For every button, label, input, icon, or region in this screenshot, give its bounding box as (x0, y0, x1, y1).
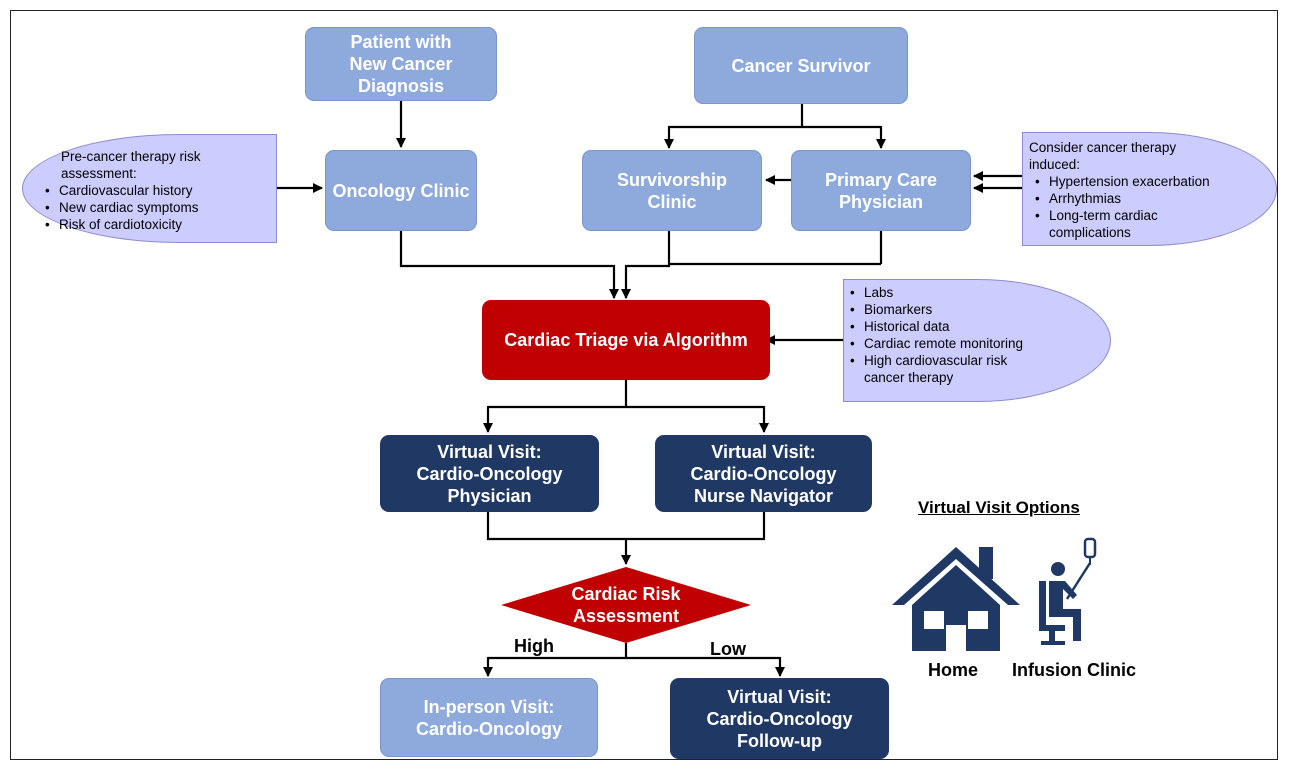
triage-inputs-note: Labs Biomarkers Historical data Cardiac … (843, 279, 1111, 402)
house-icon (892, 547, 1020, 651)
in-person-visit-box: In-person Visit: Cardio-Oncology (380, 678, 598, 757)
pre-therapy-list: Cardiovascular history New cardiac sympt… (39, 182, 276, 233)
connector-risk-split (488, 643, 780, 660)
cardiac-triage-box: Cardiac Triage via Algorithm (482, 300, 770, 380)
survivorship-clinic-box: Survivorship Clinic (582, 150, 762, 231)
connector-physician-merge (486, 512, 766, 541)
branch-label-high: High (514, 636, 554, 656)
list-item: Long-term cardiac complications (1029, 207, 1276, 241)
list-item: Hypertension exacerbation (1029, 173, 1276, 190)
list-item: Labs (844, 284, 1110, 301)
list-item: Historical data (844, 318, 1110, 335)
infusion-clinic-label: Infusion Clinic (1012, 660, 1136, 680)
connector-survivor-split (669, 104, 881, 129)
primary-care-physician-box: Primary Care Physician (791, 150, 971, 231)
home-label: Home (928, 660, 979, 680)
diagram-frame (10, 10, 1278, 760)
virtual-visit-followup-box: Virtual Visit: Cardio-Oncology Follow-up (670, 678, 889, 759)
pre-therapy-assessment-note: Pre-cancer therapy risk assessment: Card… (22, 134, 277, 243)
branch-label-low: Low (710, 639, 746, 659)
induced-heading: Consider cancer therapy induced: (1029, 140, 1177, 172)
virtual-visit-options-title: Virtual Visit Options (918, 498, 1080, 517)
triage-inputs-list: Labs Biomarkers Historical data Cardiac … (844, 284, 1110, 386)
list-item: Biomarkers (844, 301, 1110, 318)
connector-survivorship-triage (621, 231, 671, 299)
list-item: Risk of cardiotoxicity (39, 216, 276, 233)
therapy-induced-note: Consider cancer therapy induced: Hyperte… (1022, 132, 1277, 246)
virtual-visit-physician-box: Virtual Visit: Cardio-Oncology Physician (380, 435, 599, 512)
list-item: High cardiovascular risk cancer therapy (844, 352, 1110, 386)
list-item: Arrhythmias (1029, 190, 1276, 207)
pre-therapy-heading: Pre-cancer therapy risk assessment: (61, 149, 201, 181)
risk-assessment-diamond (501, 567, 751, 643)
risk-assessment-label: Cardiac Risk Assessment (571, 584, 681, 626)
list-item: Cardiac remote monitoring (844, 335, 1110, 352)
connector-triage-split (488, 380, 764, 409)
cancer-survivor-box: Cancer Survivor (694, 27, 908, 104)
virtual-visit-nurse-navigator-box: Virtual Visit: Cardio-Oncology Nurse Nav… (655, 435, 872, 512)
connector-oncology-triage (399, 231, 619, 299)
list-item: Cardiovascular history (39, 182, 276, 199)
patient-new-diagnosis-box: Patient with New Cancer Diagnosis (305, 27, 497, 101)
induced-list: Hypertension exacerbation Arrhythmias Lo… (1029, 173, 1276, 241)
oncology-clinic-box: Oncology Clinic (325, 150, 477, 231)
infusion-patient-icon (1039, 537, 1097, 645)
list-item: New cardiac symptoms (39, 199, 276, 216)
